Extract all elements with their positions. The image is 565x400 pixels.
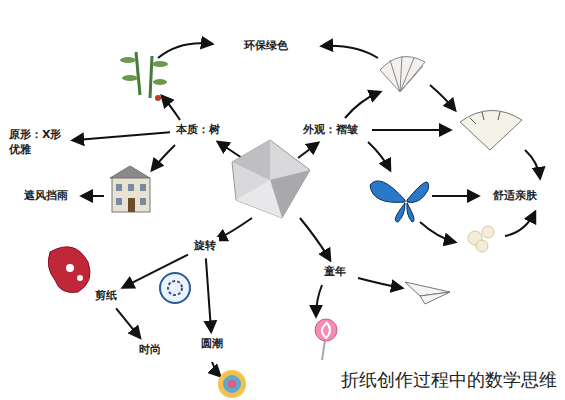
node-text: 原形：X形 优雅 [9,128,67,158]
mindmap-node: 剪纸 [92,287,120,306]
mindmap-node: 舒适亲肤 [490,187,540,206]
node-text: 环保绿色 [244,39,288,54]
node-text: 遮风挡雨 [24,189,68,204]
node-text: 外观：褶皱 [303,123,358,138]
mindmap-node: 童年 [321,263,349,282]
bamboo-picture [120,52,168,101]
arrow-connector [73,132,170,140]
mindmap-node: 遮风挡雨 [21,187,71,206]
mindmap-node: 环保绿色 [241,37,291,56]
papercut-picture [48,247,90,293]
node-text: 剪纸 [95,289,117,304]
porcelain-picture [160,273,190,303]
fan-picture [460,110,522,150]
arrow-connector [123,255,188,288]
shell-picture [380,56,425,92]
flower-picture [468,226,494,252]
mindmap-node: 原形：X形 优雅 [6,126,70,160]
butterfly-picture [370,181,429,222]
node-text: 旋转 [194,239,216,254]
decor-arrows [82,43,540,376]
arrow-connector [116,308,140,337]
mindmap-node: 圆潮 [198,335,226,354]
house-picture [110,166,150,212]
mindmap-node: 时尚 [136,341,164,360]
arrow-connector [206,258,211,331]
mindmap-node: 本质：树 [173,121,223,140]
mindmap-node: 外观：褶皱 [300,121,361,140]
node-text: 舒适亲肤 [493,189,537,204]
colorful-picture [218,370,246,398]
node-text: 时尚 [139,343,161,358]
node-text: 童年 [324,265,346,280]
origami-figure [232,140,310,218]
paperplane-picture [405,282,450,304]
mindmap-node: 旋转 [191,237,219,256]
lollipop-picture [315,319,337,360]
node-text: 本质：树 [176,123,220,138]
node-text: 圆潮 [201,337,223,352]
caption: 折纸创作过程中的数学思维 [339,368,559,392]
